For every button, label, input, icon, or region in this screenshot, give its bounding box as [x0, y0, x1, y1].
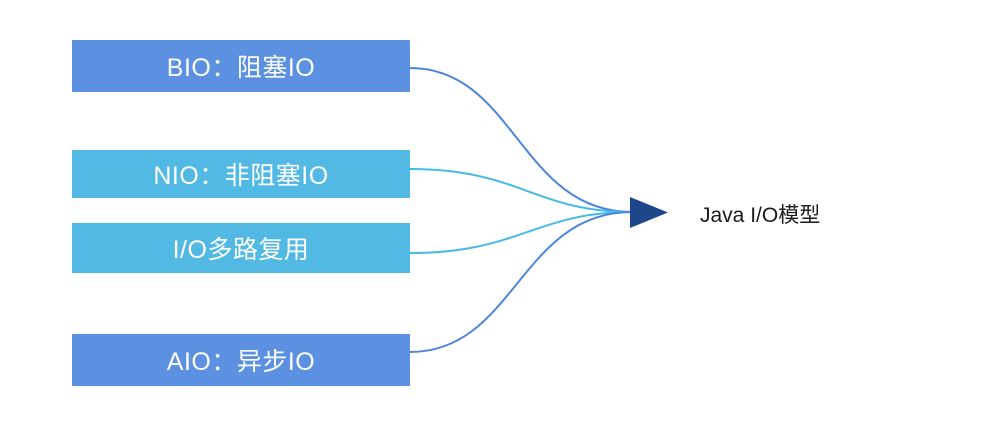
node-label-aio: AIO：异步IO [166, 348, 316, 376]
node-label-nio: NIO：非阻塞IO [153, 162, 329, 190]
node-label-multiplex: I/O多路复用 [172, 236, 310, 264]
connector-nio-line [409, 168, 633, 213]
connector-bio-line [409, 67, 633, 213]
node-label-bio: BIO：阻塞IO [166, 54, 316, 82]
node-box-multiplex: I/O多路复用 [72, 223, 410, 273]
node-box-bio: BIO：阻塞IO [72, 40, 410, 92]
connector-aio-line [409, 211, 633, 353]
node-box-nio: NIO：非阻塞IO [72, 150, 410, 198]
node-box-aio: AIO：异步IO [72, 334, 410, 386]
target-label: Java I/O模型 [700, 204, 821, 227]
connector-multiplex-line [409, 211, 633, 254]
arrow-head-icon [630, 197, 668, 228]
